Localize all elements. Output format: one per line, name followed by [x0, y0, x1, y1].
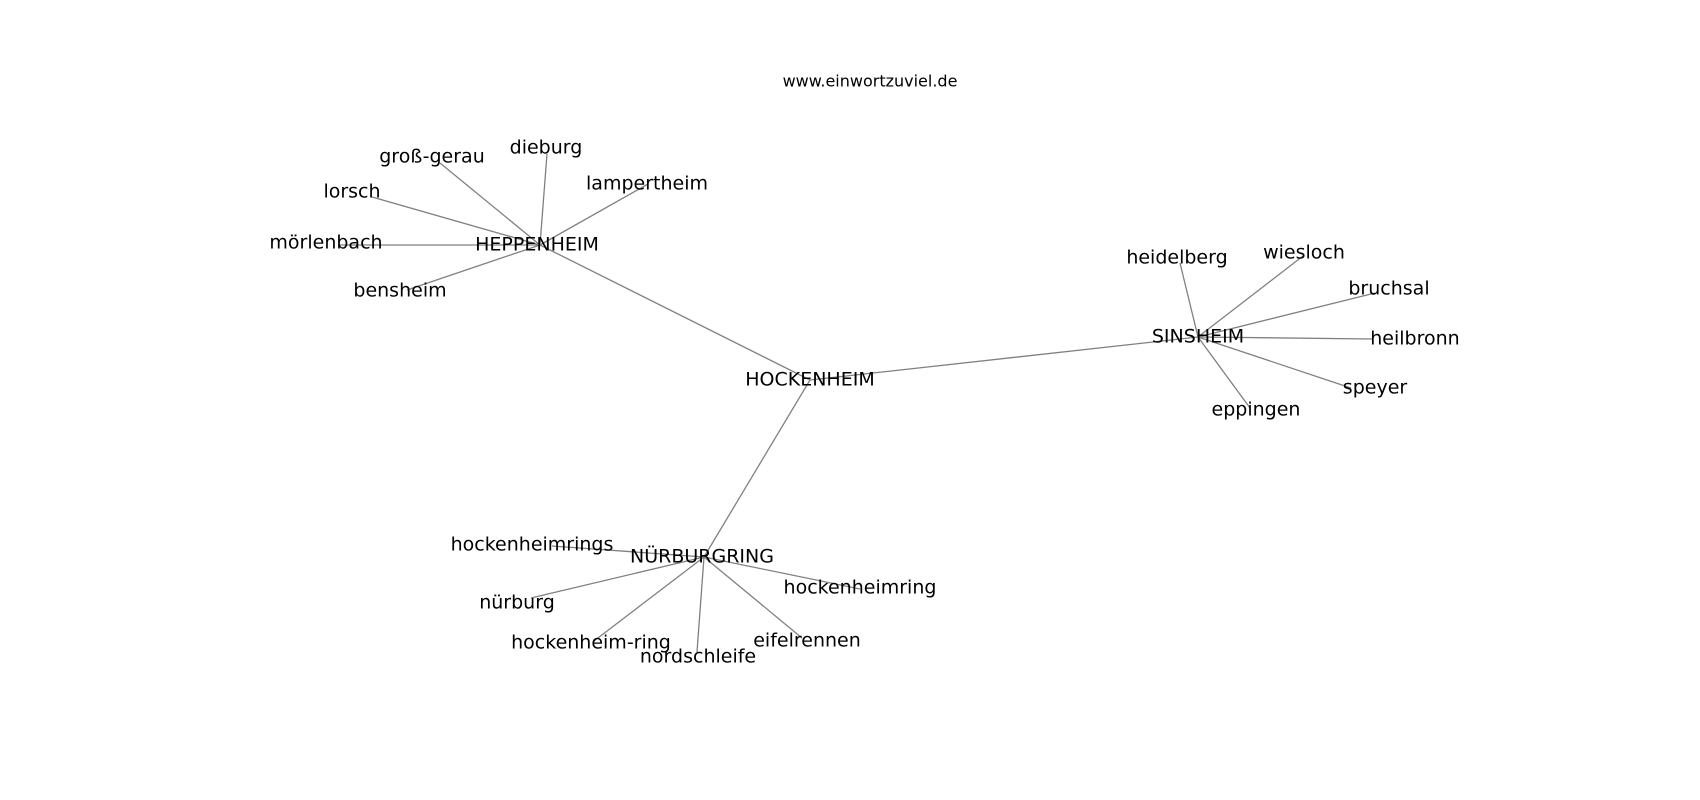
node-leaf-lorsch: lorsch — [323, 181, 380, 203]
edge-nuerburgring-to-nordschleife — [696, 556, 705, 653]
node-leaf-heidelberg: heidelberg — [1126, 247, 1227, 269]
edge-heppenheim-to-dieburg — [539, 153, 548, 246]
edge-sinsheim-to-heidelberg — [1179, 262, 1199, 338]
node-leaf-dieburg: dieburg — [510, 137, 583, 159]
node-leaf-wiesloch: wiesloch — [1263, 242, 1345, 264]
node-leaf-nordschleife: nordschleife — [640, 646, 756, 668]
edge-center-to-nuerburgring — [703, 379, 811, 558]
edge-sinsheim-to-heilbronn — [1197, 336, 1374, 340]
node-leaf-lampertheim: lampertheim — [586, 173, 708, 195]
edge-sinsheim-to-eppingen — [1197, 336, 1251, 409]
node-leaf-bensheim: bensheim — [353, 280, 446, 302]
edge-nuerburgring-to-nuerburg — [530, 556, 705, 599]
node-leaf-hockenheimring: hockenheimring — [784, 577, 937, 599]
edge-center-to-sinsheim — [809, 336, 1199, 381]
edge-nuerburgring-to-hockenheimring — [703, 556, 861, 590]
node-leaf-hockenheim-ring: hockenheim-ring — [511, 632, 671, 654]
node-leaf-speyer: speyer — [1343, 377, 1408, 399]
edge-nuerburgring-to-hockenheimrings — [551, 545, 705, 558]
node-center-hockenheim: HOCKENHEIM — [745, 369, 874, 391]
node-leaf-eifelrennen: eifelrennen — [753, 630, 861, 652]
node-leaf-bruchsal: bruchsal — [1348, 278, 1429, 300]
node-leaf-moerlenbach: mörlenbach — [269, 232, 382, 254]
node-leaf-hockenheimrings: hockenheimrings — [451, 534, 614, 556]
node-leaf-eppingen: eppingen — [1212, 399, 1301, 421]
node-hub-nuerburgring: NÜRBURGRING — [630, 545, 774, 568]
node-hub-sinsheim: SINSHEIM — [1152, 326, 1244, 348]
node-hub-heppenheim: HEPPENHEIM — [475, 234, 599, 256]
edge-heppenheim-to-lorsch — [371, 196, 541, 246]
edge-center-to-heppenheim — [539, 244, 811, 381]
edge-sinsheim-to-bruchsal — [1197, 292, 1376, 338]
edge-heppenheim-to-bensheim — [406, 244, 541, 291]
node-leaf-heilbronn: heilbronn — [1370, 328, 1459, 350]
edge-heppenheim-to-lampertheim — [539, 183, 649, 246]
node-leaf-nuerburg: nürburg — [479, 592, 555, 614]
edge-nuerburgring-to-eifelrennen — [703, 556, 803, 639]
node-leaf-gross-gerau: groß-gerau — [379, 146, 485, 168]
site-title: www.einwortzuviel.de — [783, 72, 958, 91]
edge-sinsheim-to-speyer — [1197, 336, 1352, 389]
edges-layer — [340, 153, 1376, 653]
edge-nuerburgring-to-hockenheim-ring — [593, 556, 705, 642]
edge-heppenheim-to-gross-gerau — [439, 162, 541, 246]
edge-sinsheim-to-wiesloch — [1197, 255, 1304, 338]
labels-layer: HOCKENHEIM HEPPENHEIM groß-gerau dieburg lor… — [269, 137, 1459, 668]
